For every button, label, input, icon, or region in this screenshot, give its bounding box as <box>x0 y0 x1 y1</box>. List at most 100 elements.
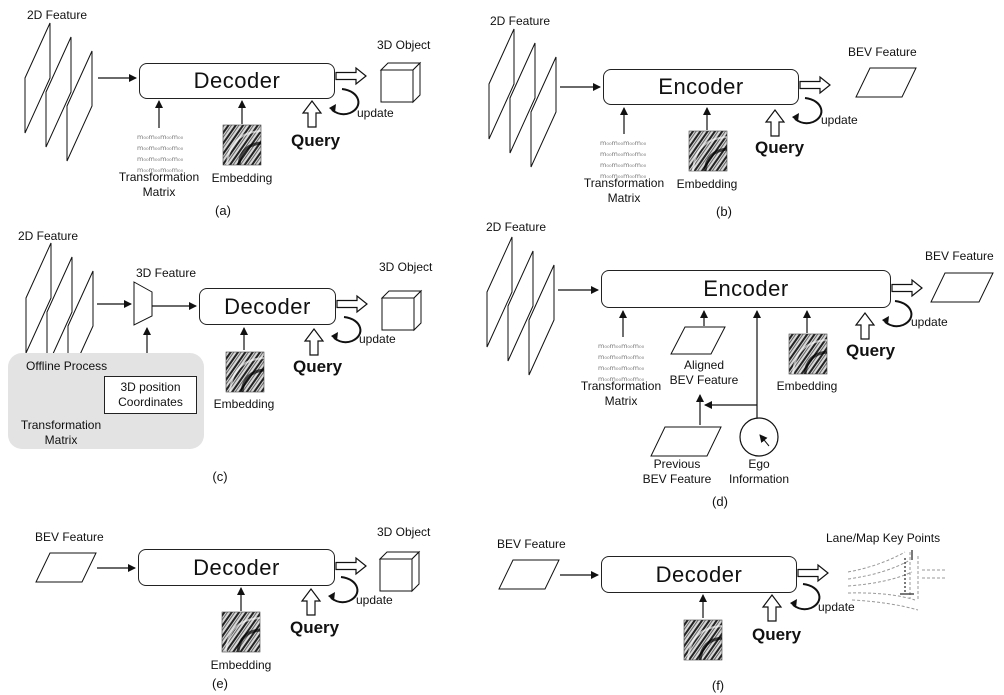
panel-c-query-hollow-arrow-icon <box>303 328 325 356</box>
embedding-band <box>225 617 261 653</box>
matrix-row: m₀₀m₀₀m₀₀m₀₀ <box>598 375 645 383</box>
feature-layer <box>45 36 72 148</box>
panel-f-output-label: Lane/Map Key Points <box>826 531 941 545</box>
panel-a-matrix-label-1: Transformation <box>118 170 200 184</box>
panel-c-output-label: 3D Object <box>379 260 433 274</box>
matrix-row: m₀₀m₀₀m₀₀m₀₀ <box>600 161 647 169</box>
panel-f-caption: (f) <box>711 678 725 693</box>
panel-e-query-label: Query <box>290 618 340 637</box>
panel-c-position-box: 3D position Coordinates <box>104 376 197 414</box>
panel-d-matrix-icon: m₀₀m₀₀m₀₀m₀₀m₀₀m₀₀m₀₀m₀₀m₀₀m₀₀m₀₀m₀₀m₀₀m… <box>598 342 645 383</box>
panel-d-aligned-label-2: BEV Feature <box>669 373 739 387</box>
embedding-band <box>692 136 728 172</box>
panel-e-embedding-label: Embedding <box>210 658 272 672</box>
panel-b-feature-stack-icon <box>488 28 557 168</box>
panel-e-cube-icon <box>378 550 421 593</box>
panel-b-matrix-icon: m₀₀m₀₀m₀₀m₀₀m₀₀m₀₀m₀₀m₀₀m₀₀m₀₀m₀₀m₀₀m₀₀m… <box>600 139 647 180</box>
panel-c-matrix-label-2: Matrix <box>44 433 78 447</box>
panel-d-caption: (d) <box>712 494 728 509</box>
panel-f-decoder-block: Decoder <box>601 556 797 593</box>
feature-layer <box>24 22 51 134</box>
panel-d-ego-label-2: Information <box>728 472 790 486</box>
panel-e-update-label: update <box>356 593 393 607</box>
matrix-row: m₀₀m₀₀m₀₀m₀₀ <box>598 342 645 350</box>
panel-c-update-label: update <box>359 332 396 346</box>
panel-a-query-label: Query <box>291 131 341 150</box>
embedding-band <box>803 350 828 375</box>
panel-c-feature3d-label: 3D Feature <box>136 266 197 280</box>
feature-layer <box>509 42 536 154</box>
panel-f-input-label: BEV Feature <box>497 537 566 551</box>
panel-c-offline-label: Offline Process <box>26 359 108 373</box>
panel-c-update-loop-icon <box>330 316 362 344</box>
matrix-row: m₀₀m₀₀m₀₀m₀₀ <box>600 150 647 158</box>
panel-c-matrix-label-1: Transformation <box>20 418 102 432</box>
panel-c-embedding-label: Embedding <box>213 397 275 411</box>
panel-f-update-label: update <box>818 600 855 614</box>
panel-e-decoder-block: Decoder <box>138 549 335 586</box>
panel-d-query-label: Query <box>846 341 896 360</box>
feature-layer <box>528 264 555 376</box>
embedding-band <box>236 628 261 653</box>
panel-a-cube-icon <box>379 61 422 104</box>
panel-f-embedding-icon <box>683 619 723 661</box>
panel-f-output-hollow-arrow-icon <box>797 563 829 583</box>
panel-e-output-label: 3D Object <box>377 525 431 539</box>
lane-line <box>851 599 919 611</box>
panel-b-matrix-label-1: Transformation <box>583 176 665 190</box>
panel-d-update-label: update <box>911 315 948 329</box>
panel-a-input-label: 2D Feature <box>27 8 88 22</box>
panel-a-embedding-icon <box>222 124 262 166</box>
panel-b-bev-parallelogram-icon <box>855 67 917 98</box>
panel-b-embedding-icon <box>688 130 728 172</box>
embedding-band <box>229 357 265 393</box>
panel-b-output-hollow-arrow-icon <box>799 75 831 95</box>
embedding-band <box>703 147 728 172</box>
matrix-row: m₀₀m₀₀m₀₀m₀₀ <box>598 353 645 361</box>
panel-d-feature-stack-icon <box>486 236 555 376</box>
lane-line <box>847 559 911 580</box>
panel-d-input-label: 2D Feature <box>486 220 547 234</box>
panel-d-ego-label-1: Ego <box>748 457 770 471</box>
panel-a-matrix-label-2: Matrix <box>142 185 176 199</box>
feature-layer <box>25 242 52 354</box>
panel-d-query-hollow-arrow-icon <box>854 312 876 340</box>
lane-line <box>847 571 913 587</box>
cube-side <box>413 289 422 332</box>
panel-b-query-hollow-arrow-icon <box>764 109 786 137</box>
cube-side <box>411 550 420 593</box>
panel-d-matrix-label-2: Matrix <box>604 394 638 408</box>
panel-d-output-label: BEV Feature <box>925 249 994 263</box>
cube-front <box>381 297 415 331</box>
panel-a-caption: (a) <box>215 203 231 218</box>
lane-line <box>847 592 916 601</box>
panel-e-bev-parallelogram-icon <box>35 552 97 583</box>
matrix-row: m₀₀m₀₀m₀₀m₀₀ <box>137 155 184 163</box>
feature-layer <box>488 28 515 140</box>
cube-side <box>412 61 421 104</box>
matrix-row: m₀₀m₀₀m₀₀m₀₀ <box>137 133 184 141</box>
panel-f-query-hollow-arrow-icon <box>761 594 783 622</box>
panel-c-output-hollow-arrow-icon <box>336 294 368 314</box>
panel-d-previous-parallelogram-icon <box>650 426 722 457</box>
panel-e-output-hollow-arrow-icon <box>335 556 367 576</box>
gauge-dial <box>739 417 779 457</box>
matrix-row: m₀₀m₀₀m₀₀m₀₀ <box>600 139 647 147</box>
panel-a-embedding-label: Embedding <box>211 171 273 185</box>
panel-e-input-label: BEV Feature <box>35 530 104 544</box>
panel-a-matrix-icon: m₀₀m₀₀m₀₀m₀₀m₀₀m₀₀m₀₀m₀₀m₀₀m₀₀m₀₀m₀₀m₀₀m… <box>137 133 184 174</box>
panel-e-query-hollow-arrow-icon <box>300 588 322 616</box>
panel-b-embedding-label: Embedding <box>676 177 738 191</box>
panel-a-output-label: 3D Object <box>377 38 431 52</box>
embedding-band <box>226 130 262 166</box>
feature-layer <box>46 256 73 368</box>
panel-b-update-label: update <box>821 113 858 127</box>
panel-c-caption: (c) <box>212 469 228 484</box>
panel-c-position-label-1: 3D position <box>120 380 181 394</box>
matrix-row: m₀₀m₀₀m₀₀m₀₀ <box>137 166 184 174</box>
cube-front <box>380 69 414 103</box>
panel-d-previous-label-2: BEV Feature <box>642 472 712 486</box>
panel-a-decoder-block: Decoder <box>139 63 335 99</box>
panel-c-decoder-block: Decoder <box>199 288 336 325</box>
